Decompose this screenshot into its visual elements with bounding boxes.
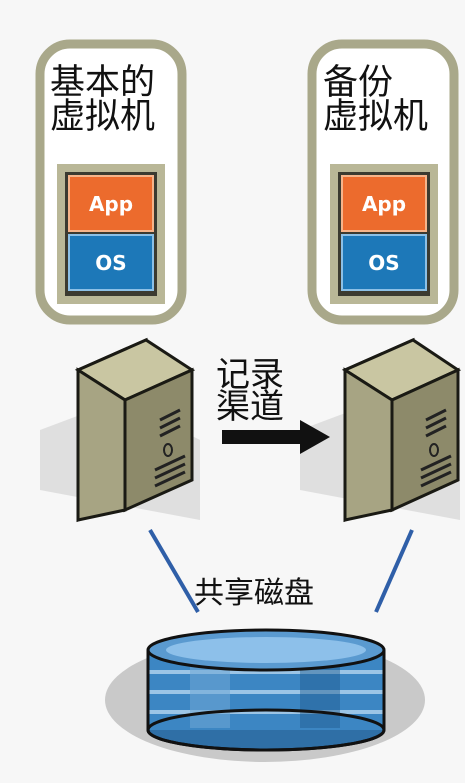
primary-app-block xyxy=(68,175,154,232)
backup-os-block xyxy=(341,234,427,291)
backup-vm-frame xyxy=(307,39,459,325)
primary-os-label: OS xyxy=(95,251,127,275)
primary-vm-title-line1: 基本的 xyxy=(50,63,156,103)
right-arrow-icon xyxy=(222,420,330,454)
primary-vm-title-line2: 虚拟机 xyxy=(50,97,156,137)
backup-disk-connector xyxy=(374,529,414,613)
backup-vm-title-line2: 虚拟机 xyxy=(323,97,429,137)
primary-vm-frame xyxy=(35,39,187,325)
server-tower-icon xyxy=(300,337,462,523)
channel-label-line1: 记录 xyxy=(216,355,284,395)
backup-app-block xyxy=(341,175,427,232)
backup-vm-title-line1: 备份 xyxy=(323,63,394,103)
shared-disk-label: 共享磁盘 xyxy=(194,576,314,611)
channel-label-line2: 渠道 xyxy=(216,387,284,427)
primary-app-label: App xyxy=(88,192,134,216)
backup-os-label: OS xyxy=(368,251,400,275)
server-tower-icon xyxy=(40,337,200,523)
primary-disk-connector xyxy=(148,528,200,614)
backup-app-label: App xyxy=(361,192,407,216)
disk-storage-icon xyxy=(105,628,425,762)
primary-os-block xyxy=(68,234,154,291)
